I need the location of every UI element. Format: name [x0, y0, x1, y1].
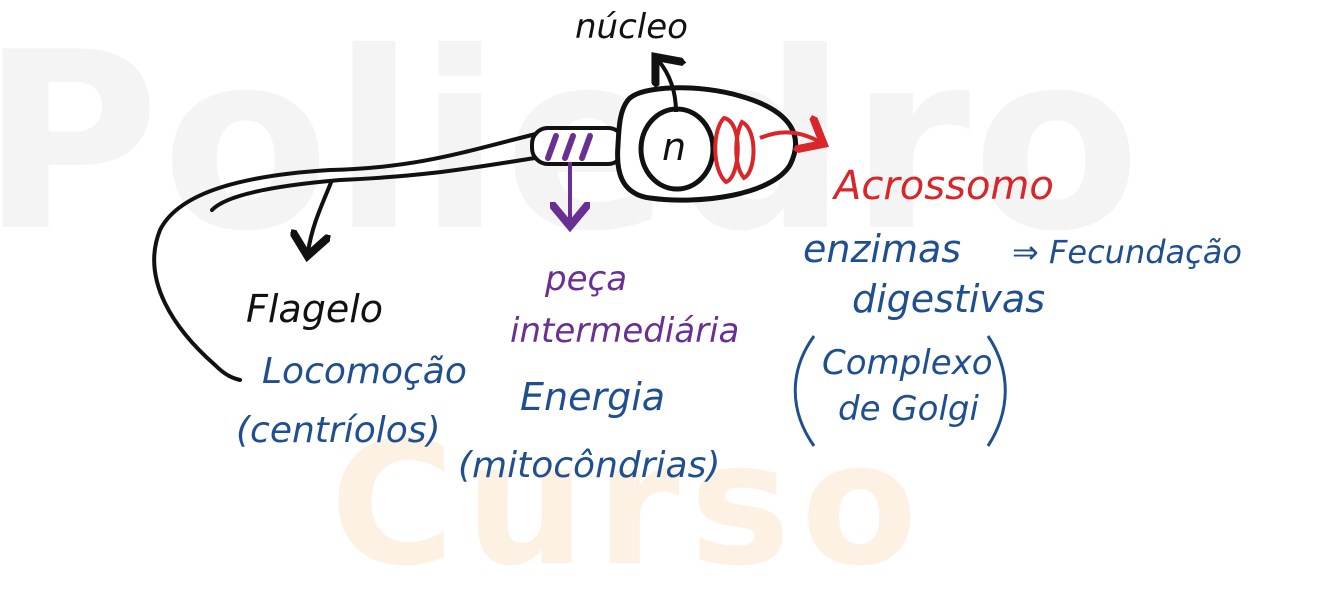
midpiece-label-2: intermediária — [510, 311, 740, 351]
flagellum-arrow — [308, 179, 334, 252]
golgi-bracket-left — [793, 335, 816, 447]
golgi-label-2: de Golgi — [838, 389, 979, 429]
nucleus-symbol: n — [662, 125, 687, 169]
flagellum-label: Flagelo — [246, 287, 384, 331]
flagellum-line-outer — [152, 131, 542, 382]
flagellum-origin: (centríolos) — [236, 410, 441, 451]
fertilization-label: ⇒ Fecundação — [1012, 233, 1242, 271]
nucleus-arrow — [658, 60, 676, 113]
diagram-drawing — [152, 0, 1007, 447]
watermark-bottom: Curso — [330, 406, 928, 604]
enzymes-label-1: enzimas — [803, 227, 962, 271]
acrosome-shape-2 — [734, 119, 756, 181]
midpiece-origin: (mitocôndrias) — [458, 445, 721, 486]
sperm-cell-diagram: Poliedro Curso — [0, 0, 1242, 604]
golgi-bracket-right — [986, 335, 1007, 447]
enzymes-label-2: digestivas — [852, 277, 1046, 321]
midpiece-label-1: peça — [545, 259, 628, 299]
midpiece-function: Energia — [520, 375, 666, 419]
flagellum-function: Locomoção — [262, 351, 467, 392]
mitochondria-mark-1 — [545, 133, 559, 161]
nucleus-label: núcleo — [575, 7, 688, 47]
acrosome-shape-1 — [713, 115, 740, 185]
acrosome-label: Acrossomo — [834, 163, 1054, 209]
golgi-label-1: Complexo — [822, 343, 993, 383]
flagellum-line-inner — [210, 156, 537, 212]
acrosome-arrow — [759, 132, 820, 142]
mitochondria-mark-2 — [562, 133, 576, 161]
mitochondria-mark-3 — [579, 133, 593, 161]
